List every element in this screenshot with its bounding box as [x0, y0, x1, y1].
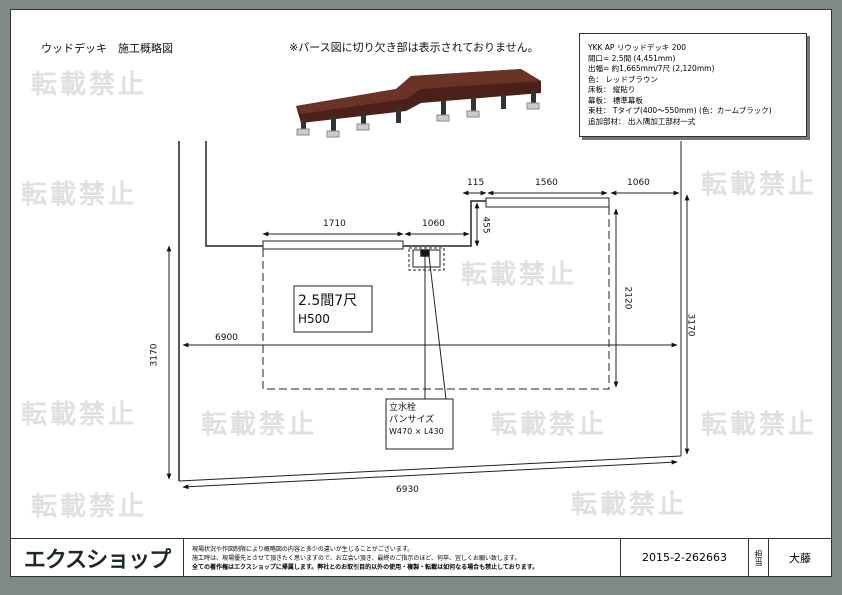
watermark-text: 転載禁止	[21, 180, 138, 210]
dim-115: 115	[467, 178, 485, 188]
spec-line: 幕板： 標準幕板	[588, 95, 643, 105]
dim-3170-right: 3170	[685, 313, 696, 337]
plan-drawing	[166, 69, 690, 490]
spec-box: YKK AP リウッドデッキ 200 間口= 2.5間 (4,451mm) 出幅…	[579, 33, 807, 137]
dim-1560: 1560	[535, 178, 558, 188]
footer-note: 現場状況や作図制限により概略図の内容と多少の違いが生じることがございます。	[192, 546, 414, 553]
title-block: エクスショップ 現場状況や作図制限により概略図の内容と多少の違いが生じることがご…	[11, 538, 831, 576]
dim-455: 455	[480, 216, 491, 234]
spec-line: 追加部材： 出入隅加工部材一式	[588, 116, 696, 126]
dim-1710: 1710	[323, 219, 346, 229]
perspective-note: ※パース図に切り欠き部は表示されておりません。	[289, 41, 539, 54]
watermark-text: 転載禁止	[31, 70, 148, 100]
deck-board-right	[485, 197, 610, 208]
faucet-pan-size: W470 × L430	[389, 427, 444, 436]
spec-line: 出幅= 約1,665mm/7尺 (2,120mm)	[588, 64, 715, 73]
footer-note: 施工時は、現場優先とさせて頂きたく思いますので、お立会い頂き、最終のご指示のほど…	[192, 555, 521, 562]
watermark-text: 転載禁止	[461, 260, 578, 290]
faucet-pan-label: パンサイズ	[389, 415, 435, 425]
faucet-pan	[408, 247, 445, 271]
spec-line: 床板： 縦貼り	[588, 85, 636, 94]
footer-note: 全ての著作権はエクスショップに帰属します。弊社とのお取引目的以外の使用・複製・転…	[192, 564, 539, 571]
spec-line: YKK AP リウッドデッキ 200	[588, 43, 687, 52]
dim-3170-left: 3170	[149, 343, 160, 367]
staff-label: 担当	[749, 539, 769, 576]
company-logo: エクスショップ	[11, 539, 184, 576]
deck-size-label: 2.5間7尺	[298, 293, 358, 309]
watermark-text: 転載禁止	[31, 492, 148, 522]
spec-line: 束柱： Tタイプ(400～550mm) (色：カームブラック)	[588, 106, 772, 115]
drawing-number: 2015-2-262663	[621, 539, 749, 576]
staff-name: 大藤	[789, 551, 811, 565]
deck-3d-perspective	[296, 69, 541, 138]
faucet-type: 立水栓	[389, 403, 417, 413]
watermark-text: 転載禁止	[201, 410, 318, 440]
watermark-text: 転載禁止	[21, 400, 138, 430]
spec-line: 色： レッドブラウン	[588, 74, 658, 84]
drawing-title: ウッドデッキ 施工概略図	[41, 42, 173, 55]
footer-notes: 現場状況や作図制限により概略図の内容と多少の違いが生じることがございます。 施工…	[184, 539, 621, 576]
dim-6930: 6930	[396, 485, 419, 495]
house-wall-line	[205, 141, 486, 247]
drawing-sheet: 転載禁止転載禁止転載禁止転載禁止転載禁止転載禁止転載禁止転載禁止転載禁止転載禁止	[10, 9, 832, 577]
spec-line: 間口= 2.5間 (4,451mm)	[588, 53, 676, 63]
watermark-text: 転載禁止	[491, 410, 608, 440]
dim-6900: 6900	[215, 333, 238, 343]
watermark-text: 転載禁止	[701, 410, 818, 440]
watermark-text: 転載禁止	[571, 490, 688, 520]
deck-height-label: H500	[298, 312, 330, 326]
dim-1060-a: 1060	[422, 219, 445, 229]
dim-2120: 2120	[622, 286, 633, 310]
watermark-text: 転載禁止	[701, 170, 818, 200]
dim-1060-b: 1060	[627, 178, 650, 188]
deck-outline-dashed	[262, 207, 610, 390]
deck-board-left	[262, 240, 404, 250]
faucet-label: 立水栓 パンサイズ W470 × L430	[389, 402, 444, 438]
